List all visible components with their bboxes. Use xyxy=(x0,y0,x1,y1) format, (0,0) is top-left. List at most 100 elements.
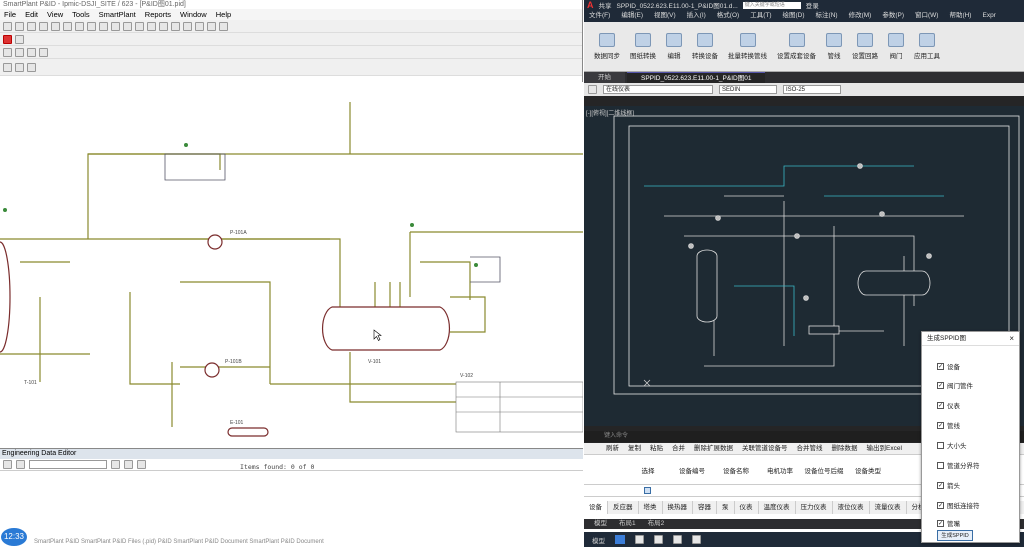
item-type-select[interactable] xyxy=(29,460,107,469)
tab-pressure-instrument[interactable]: 压力仪表 xyxy=(796,501,833,514)
link-pipe-equip-button[interactable]: 关联管道设备号 xyxy=(742,445,788,452)
menu-help[interactable]: Help xyxy=(215,10,232,19)
check-pipe-boundary[interactable]: 管道分界符 xyxy=(937,460,980,470)
snap-icon[interactable] xyxy=(27,47,36,57)
col-motor-power[interactable]: 电机功率 xyxy=(767,467,793,475)
catalog-icon[interactable] xyxy=(3,62,12,72)
menu-modify[interactable]: 修改(M) xyxy=(848,12,872,19)
tab-level-instrument[interactable]: 液位仪表 xyxy=(833,501,870,514)
tab-layout1[interactable]: 布局1 xyxy=(619,520,636,527)
generate-button[interactable]: 生成SPPID xyxy=(937,530,973,541)
check-reducers[interactable]: 大小头 xyxy=(937,440,967,450)
checkbox-connectors[interactable]: ✓ xyxy=(937,501,944,509)
filter-icon[interactable] xyxy=(207,21,216,31)
col-equip-no[interactable]: 设备编号 xyxy=(679,467,705,475)
share-button[interactable]: 共享 xyxy=(598,3,612,10)
tab-equipment[interactable]: 设备 xyxy=(584,501,608,514)
osnap-icon[interactable] xyxy=(692,535,701,544)
tab-exchanger[interactable]: 换热器 xyxy=(663,501,693,514)
checkbox-instruments[interactable]: ✓ xyxy=(937,401,944,409)
col-equip-type[interactable]: 设备类型 xyxy=(855,467,881,475)
delete-icon[interactable] xyxy=(87,21,96,31)
tab-drawing[interactable]: SPPID_0522.623.E11.00-1_P&ID图01 xyxy=(627,72,766,83)
export-excel-button[interactable]: 输出到Excel xyxy=(866,445,902,452)
menu-parameter[interactable]: 参数(P) xyxy=(882,12,904,19)
checkbox-nozzles[interactable]: ✓ xyxy=(937,519,944,527)
properties-icon[interactable] xyxy=(219,21,228,31)
check-nozzles[interactable]: ✓管嘴 xyxy=(937,518,960,528)
check-valves[interactable]: ✓阀门管件 xyxy=(937,380,973,390)
menu-help[interactable]: 帮助(H) xyxy=(949,12,972,19)
pipeline-button[interactable]: 管线 xyxy=(826,33,842,60)
fit-icon[interactable] xyxy=(159,21,168,31)
menu-tools[interactable]: 工具(T) xyxy=(750,12,772,19)
close-icon[interactable]: × xyxy=(1009,334,1014,343)
iso-select[interactable]: ISO-25 xyxy=(783,85,841,94)
batch-convert-pipe-button[interactable]: 批量转换管线 xyxy=(728,33,767,60)
pid-drawing-canvas[interactable]: P-101A P-101B V-101 T-101 E-101 V-102 xyxy=(0,82,583,448)
delete-data-button[interactable]: 删除数据 xyxy=(831,445,858,452)
spade-icon[interactable] xyxy=(15,34,24,44)
menu-dimension[interactable]: 标注(N) xyxy=(815,12,838,19)
menu-window[interactable]: 窗口(W) xyxy=(914,12,939,19)
redo-icon[interactable] xyxy=(111,21,120,31)
delete-ext-data-button[interactable]: 删除扩展数据 xyxy=(694,445,733,452)
status-model[interactable]: 模型 xyxy=(592,537,605,545)
tab-pump[interactable]: 泵 xyxy=(717,501,735,514)
menu-tools[interactable]: Tools xyxy=(72,10,90,19)
tab-temp-instrument[interactable]: 温度仪表 xyxy=(759,501,796,514)
menu-smartplant[interactable]: SmartPlant xyxy=(98,10,136,19)
merge-button[interactable]: 合并 xyxy=(672,445,685,452)
ortho-icon[interactable] xyxy=(654,535,663,544)
print-icon[interactable] xyxy=(39,21,48,31)
check-connectors[interactable]: ✓图纸连接符 xyxy=(937,500,980,510)
app-tools-button[interactable]: 应用工具 xyxy=(914,33,940,60)
tab-model[interactable]: 模型 xyxy=(594,520,607,527)
zoom-in-icon[interactable] xyxy=(123,21,132,31)
paste-icon[interactable] xyxy=(75,21,84,31)
tab-layout2[interactable]: 布局2 xyxy=(647,520,665,527)
snap-icon[interactable] xyxy=(635,535,644,544)
table-icon[interactable] xyxy=(16,460,25,469)
menu-view[interactable]: 视图(V) xyxy=(653,12,676,19)
tab-reactor[interactable]: 反应器 xyxy=(608,501,639,514)
col-equip-name[interactable]: 设备名称 xyxy=(723,467,749,475)
paste-button[interactable]: 粘贴 xyxy=(650,445,663,452)
cut-icon[interactable] xyxy=(51,21,60,31)
menu-edit[interactable]: 编辑(E) xyxy=(621,12,643,19)
filter-icon[interactable] xyxy=(111,460,120,469)
route-icon[interactable] xyxy=(195,21,204,31)
row-checkbox[interactable] xyxy=(644,487,651,494)
layer-select[interactable]: 在线仪表 xyxy=(603,85,713,94)
select-icon[interactable] xyxy=(183,21,192,31)
login-button[interactable]: 登录 xyxy=(805,3,819,10)
layer-props-icon[interactable] xyxy=(588,85,597,94)
checkbox-pipe-boundary[interactable] xyxy=(937,461,944,469)
layer-icon[interactable] xyxy=(3,47,12,57)
sync-data-button[interactable]: 数据同步 xyxy=(594,33,620,60)
tab-tower[interactable]: 塔类 xyxy=(639,501,663,514)
menu-insert[interactable]: 插入(I) xyxy=(686,12,706,19)
refresh-icon[interactable] xyxy=(124,460,133,469)
col-tag-suffix[interactable]: 设备位号后缀 xyxy=(804,467,844,475)
check-instruments[interactable]: ✓仪表 xyxy=(937,400,960,410)
grid-toggle-icon[interactable] xyxy=(615,535,625,544)
convert-drawing-button[interactable]: 图纸转换 xyxy=(630,33,656,60)
refresh-button[interactable]: 刷新 xyxy=(606,445,619,452)
search-input[interactable]: 键入关键字或短语 xyxy=(742,1,801,9)
open-icon[interactable] xyxy=(15,21,24,31)
grid-view-icon[interactable] xyxy=(137,460,146,469)
tab-vessel[interactable]: 容器 xyxy=(693,501,717,514)
tab-start[interactable]: 开始 xyxy=(584,72,625,83)
menu-draw[interactable]: 绘图(D) xyxy=(782,12,805,19)
check-equipment[interactable]: ✓设备 xyxy=(937,361,960,371)
zoom-out-icon[interactable] xyxy=(135,21,144,31)
checkbox-equipment[interactable]: ✓ xyxy=(937,362,944,370)
copy-icon[interactable] xyxy=(63,21,72,31)
diamond-icon[interactable] xyxy=(3,34,12,44)
set-package-button[interactable]: 设置成套设备 xyxy=(777,33,816,60)
link-icon[interactable] xyxy=(27,62,36,72)
col-select[interactable]: 选择 xyxy=(641,467,655,475)
pencil-icon[interactable] xyxy=(3,460,12,469)
edit-button[interactable]: 编辑 xyxy=(666,33,682,60)
